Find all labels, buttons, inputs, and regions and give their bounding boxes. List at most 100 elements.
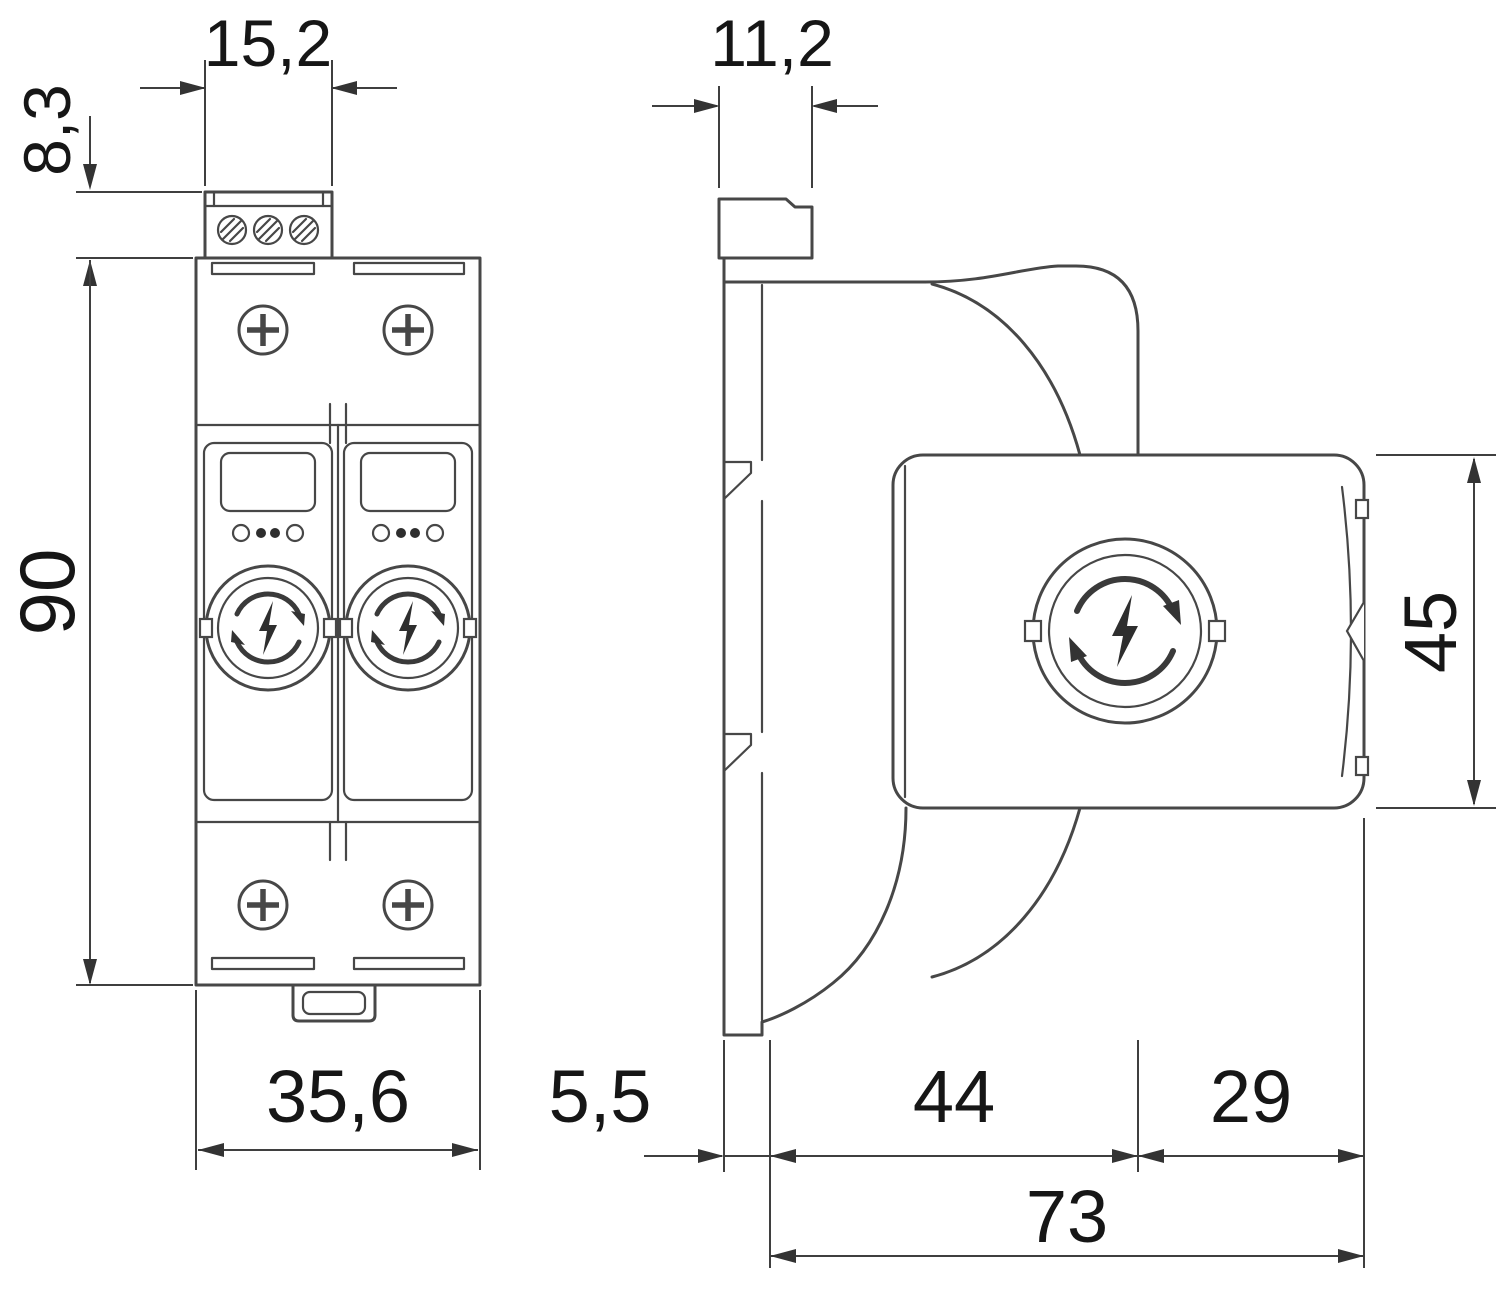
screw-slot	[264, 226, 281, 243]
phillips-screw-icon	[382, 879, 434, 931]
side-view: 11,2 45 5,5 44 29	[549, 6, 1496, 1268]
indicator-dot	[256, 528, 266, 538]
dial-side-tab	[322, 617, 338, 639]
arrow-tip-icon	[371, 630, 385, 645]
terminal-screw-icon	[252, 214, 284, 246]
screw-outline	[237, 304, 289, 356]
rail-clip-foot	[291, 983, 377, 1023]
phillips-screw-icon	[382, 304, 434, 356]
rotate-arrow-icon	[1074, 576, 1176, 614]
base-saddle-curve	[930, 282, 1082, 457]
dim-side-module-height: 45	[1376, 454, 1496, 809]
indicator-ring	[285, 523, 305, 543]
dim-label: 8,3	[10, 84, 84, 176]
dial-side-tab	[462, 617, 478, 639]
screw-slot	[257, 219, 279, 241]
base-lower-curve	[930, 806, 1082, 979]
status-dial	[338, 564, 478, 692]
arrow-tip-icon	[1069, 637, 1087, 662]
arrow-tip-icon	[1163, 600, 1181, 625]
vent-slot	[210, 261, 316, 276]
terminal-screw-icon	[216, 214, 248, 246]
dim-arrow	[83, 959, 97, 985]
dim-side-bottom-chain: 5,5 44 29 73	[549, 818, 1365, 1268]
label-window	[219, 451, 317, 513]
dim-front-body-width: 35,6	[195, 990, 481, 1170]
dim-front-terminal-width: 15,2	[140, 6, 397, 186]
dim-label: 90	[3, 549, 91, 636]
dim-label: 73	[1026, 1175, 1108, 1258]
rotate-arrow-icon	[1074, 648, 1176, 686]
screw-slot	[291, 217, 308, 234]
dim-label: 5,5	[549, 1055, 652, 1138]
protection-module-left	[198, 441, 338, 802]
dim-arrow	[811, 99, 837, 113]
terminal-block-outline	[203, 190, 334, 260]
dim-label: 29	[1210, 1055, 1292, 1138]
protection-module-right	[338, 441, 478, 802]
device-body-outline	[194, 256, 482, 987]
dial-side-tab	[1207, 619, 1227, 643]
indicator-ring	[371, 523, 391, 543]
front-notch	[1345, 601, 1365, 662]
screw-slot	[300, 226, 317, 243]
screw-outline	[382, 879, 434, 931]
foot-outline	[291, 983, 377, 1023]
screw-outline	[288, 214, 320, 246]
screw-slot	[221, 219, 243, 241]
screw-outline	[252, 214, 284, 246]
phillips-screw-icon	[237, 879, 289, 931]
dim-arrow	[452, 1143, 478, 1157]
terminal-screw-icon	[288, 214, 320, 246]
rotate-arrow-icon	[374, 639, 442, 665]
screw-slot	[255, 217, 272, 234]
arrow-tip-icon	[291, 611, 305, 626]
dim-label: 15,2	[204, 6, 332, 80]
dim-label: 45	[1389, 591, 1472, 673]
dim-label: 35,6	[266, 1055, 410, 1138]
latch-tick	[1354, 498, 1370, 520]
rail-claw	[722, 732, 753, 773]
base-body	[722, 256, 1140, 1037]
vent-slot	[210, 956, 316, 971]
status-dial	[1023, 537, 1227, 725]
dial-side-tab	[338, 617, 354, 639]
arrow-tip-icon	[431, 611, 445, 626]
base-lower-outline	[722, 256, 908, 1037]
indicator-dot	[410, 528, 420, 538]
rotate-arrow-icon	[374, 591, 442, 617]
status-dial	[198, 564, 338, 692]
dim-arrow	[698, 1149, 724, 1163]
dim-arrow	[1112, 1149, 1138, 1163]
terminal-block	[203, 190, 334, 260]
indicator-dot	[270, 528, 280, 538]
screw-outline	[382, 304, 434, 356]
test-indicator	[371, 523, 445, 543]
dim-arrow	[331, 81, 357, 95]
screw-slot	[228, 226, 245, 243]
label-window	[359, 451, 457, 513]
arrow-tip-icon	[231, 630, 245, 645]
dim-side-top-clip-width: 11,2	[652, 6, 878, 188]
dim-arrow	[1467, 780, 1481, 806]
dim-arrow	[1338, 1249, 1364, 1263]
base-top-outline	[722, 264, 1140, 457]
indicator-dot	[396, 528, 406, 538]
lightning-bolt-icon	[1112, 595, 1138, 667]
vent-slot	[352, 261, 466, 276]
dim-arrow	[1338, 1149, 1364, 1163]
front-view: 15,2 8,3 90 35,6	[3, 6, 482, 1170]
plug-module	[891, 453, 1370, 810]
dim-label: 44	[913, 1055, 995, 1138]
latch-tick	[1354, 755, 1370, 777]
dim-arrow	[198, 1143, 224, 1157]
lightning-bolt-icon	[259, 601, 277, 655]
vent-slot	[352, 956, 466, 971]
foot-latch	[301, 990, 367, 1016]
dial-side-tab	[198, 617, 214, 639]
phillips-screw-icon	[237, 304, 289, 356]
indicator-ring	[231, 523, 251, 543]
dim-arrow	[1138, 1149, 1164, 1163]
